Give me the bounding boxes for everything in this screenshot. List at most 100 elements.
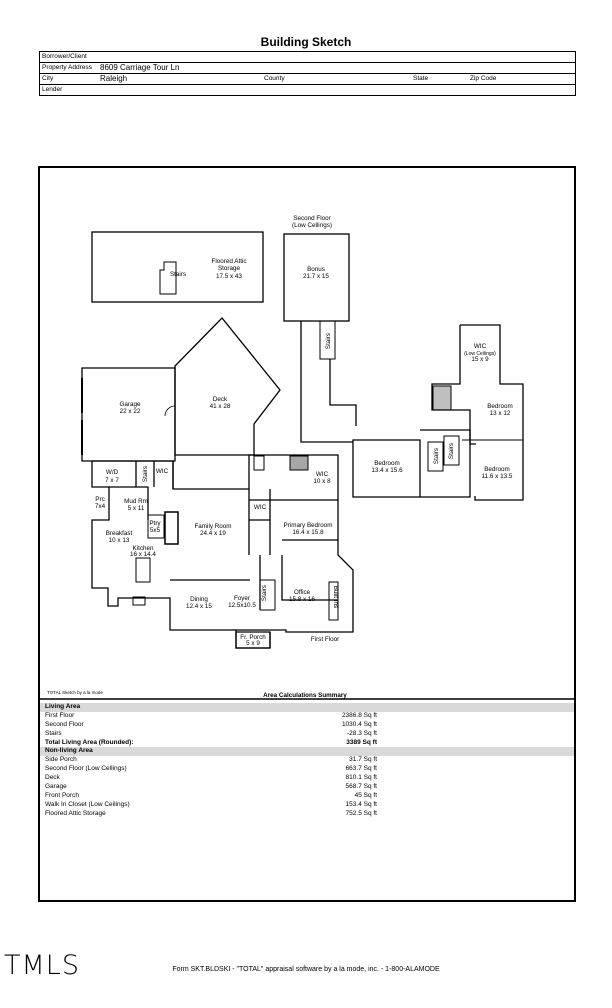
stairs-foyer: Stairs <box>261 585 268 601</box>
prc-name: Prc <box>95 496 104 503</box>
built-ins: Built Ins <box>332 586 339 608</box>
primary-dim: 16.4 x 15.8 <box>292 529 324 536</box>
row-label: Side Porch <box>45 756 77 763</box>
attic-outline <box>91 231 264 303</box>
porch-dim: 5 x 9 <box>246 640 260 647</box>
borrower-row: Borrower/Client <box>40 52 575 63</box>
table-row: Side Porch 31.7 Sq ft <box>40 756 574 765</box>
mud-name: Mud Rm <box>124 498 148 505</box>
zip-label: Zip Code <box>470 75 497 82</box>
table-row: Second Floor 1030.4 Sq ft <box>40 721 574 730</box>
bed2-dim: 13.4 x 15.6 <box>371 467 403 474</box>
wic-c-name: WIC <box>316 471 329 478</box>
breakfast-dim: 10 x 13 <box>109 537 130 544</box>
page-title: Building Sketch <box>260 35 352 49</box>
row-value: 810.1 Sq ft <box>345 774 377 781</box>
attic-name: Floored Attic <box>212 258 247 265</box>
borrower-label: Borrower/Client <box>42 53 87 60</box>
row-value: 663.7 Sq ft <box>345 765 377 772</box>
dining-name: Dining <box>190 596 208 603</box>
foyer-name: Foyer <box>234 595 250 602</box>
row-label: Floored Attic Storage <box>45 810 106 817</box>
state-label: State <box>413 75 429 82</box>
table-row: Garage 568.7 Sq ft <box>40 783 574 792</box>
table-row: Second Floor (Low Cellings) 663.7 Sq ft <box>40 765 574 774</box>
table-row: Floored Attic Storage 752.5 Sq ft <box>40 810 574 819</box>
total-row: Total Living Area (Rounded): 3389 Sq ft <box>40 739 574 748</box>
row-label: Second Floor (Low Cellings) <box>45 765 127 772</box>
wic-c-dim: 10 x 8 <box>313 478 331 485</box>
office-dim: 15.8 x 16 <box>289 596 315 603</box>
breakfast-name: Breakfast <box>106 530 133 537</box>
row-value: 45 Sq ft <box>354 792 377 799</box>
property-value: 8609 Carriage Tour Ln <box>100 63 180 72</box>
property-header-table: Borrower/Client Property Address 8609 Ca… <box>39 51 576 96</box>
kitchen-dim: 16 x 14.4 <box>130 551 156 558</box>
row-label: Second Floor <box>45 721 84 728</box>
row-value: 153.4 Sq ft <box>345 801 377 808</box>
summary-title: Area Calculations Summary <box>263 692 347 699</box>
property-row: Property Address 8609 Carriage Tour Ln <box>40 63 575 74</box>
up-stairs-b: Stairs <box>448 443 455 459</box>
porch-outline <box>235 631 271 649</box>
lender-label: Lender <box>42 86 63 93</box>
bed2-name: Bedroom <box>374 460 400 467</box>
family-dim: 24.4 x 19 <box>200 530 226 537</box>
bed3-name: Bedroom <box>484 466 510 473</box>
row-label: Deck <box>45 774 60 781</box>
attic-stairs-outline <box>159 261 177 295</box>
up-stairs-b-outline <box>443 435 460 466</box>
bonus-outline <box>283 233 350 322</box>
mud-dim: 5 x 11 <box>128 505 145 512</box>
bonus-stairs-outline <box>319 320 336 360</box>
second-floor-sub: (Low Cellings) <box>292 222 332 229</box>
row-value: 31.7 Sq ft <box>349 756 377 763</box>
second-floor-label: Second Floor <box>293 215 330 222</box>
tmls-logo: TMLS <box>4 950 80 981</box>
row-label: Front Porch <box>45 792 79 799</box>
row-label: First Floor <box>45 712 75 719</box>
row-value: 2386.8 Sq ft <box>341 712 377 719</box>
row-label: Garage <box>45 783 67 790</box>
sketch-frame <box>38 166 576 902</box>
total-label: Total Living Area (Rounded): <box>45 739 134 746</box>
ptry-dim: 5x5 <box>150 527 161 534</box>
wd-name: W/D <box>106 469 119 476</box>
bonus-dim: 21.7 x 15 <box>303 273 329 280</box>
bonus-stairs: Stairs <box>325 333 332 349</box>
total-value: 3389 Sq ft <box>346 739 377 746</box>
wic2-name: WIC <box>474 343 487 350</box>
garage-dim: 22 x 22 <box>120 408 141 415</box>
foyer-dim: 12.5x10.5 <box>228 602 256 609</box>
row-value: 568.7 Sq ft <box>345 783 377 790</box>
living-header: Living Area <box>45 703 81 710</box>
lender-row: Lender <box>40 85 575 96</box>
property-label: Property Address <box>42 64 92 71</box>
deck-name: Deck <box>213 396 228 403</box>
nonliving-header-row: Non-living Area <box>40 747 574 756</box>
city-value: Raleigh <box>100 74 128 83</box>
living-header-row: Living Area <box>40 703 574 712</box>
ptry-name: Ptry <box>149 520 161 527</box>
city-row: City Raleigh County State Zip Code <box>40 74 575 85</box>
attic-name2: Storage <box>218 265 241 272</box>
bed3-dim: 11.6 x 13.5 <box>482 473 513 480</box>
dining-dim: 12.4 x 15 <box>186 603 212 610</box>
family-name: Family Room <box>194 523 231 530</box>
up-stairs-a: Stairs <box>433 448 440 464</box>
city-label: City <box>42 75 54 82</box>
up-stairs-a-outline <box>427 441 444 472</box>
wic-a: WIC <box>156 468 169 475</box>
wd-dim: 7 x 7 <box>105 477 119 484</box>
bonus-name: Bonus <box>307 266 325 273</box>
table-row: Walk In Closet (Low Ceilings) 153.4 Sq f… <box>40 801 574 810</box>
table-row: First Floor 2386.8 Sq ft <box>40 712 574 721</box>
prc-dim: 7x4 <box>95 503 106 510</box>
bed1-name: Bedroom <box>487 403 513 410</box>
table-row: Deck 810.1 Sq ft <box>40 774 574 783</box>
first-floor-label: First Floor <box>311 636 339 643</box>
nonliving-header: Non-living Area <box>45 747 93 754</box>
row-value: -28.3 Sq ft <box>347 730 377 737</box>
deck-dim: 41 x 28 <box>210 403 231 410</box>
